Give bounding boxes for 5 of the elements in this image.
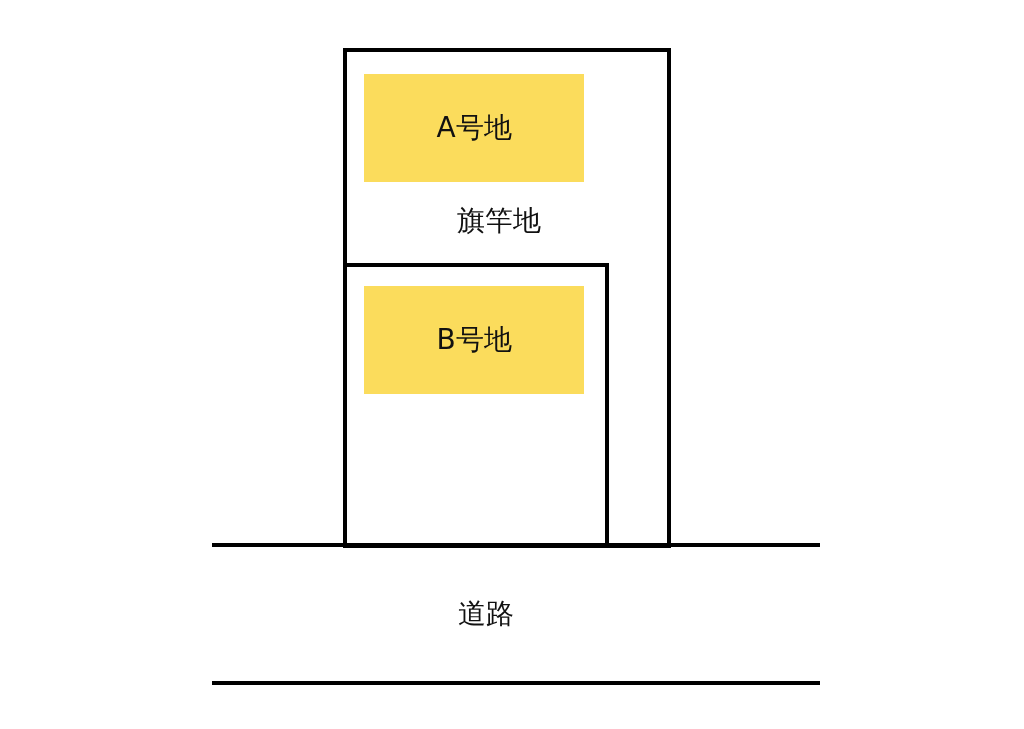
area-label: 旗竿地 — [457, 203, 541, 239]
flag-lot-outline — [343, 48, 671, 548]
road: 道路 — [212, 543, 820, 685]
lot-block: B号地 — [364, 286, 584, 394]
lot-block: A号地 — [364, 74, 584, 182]
